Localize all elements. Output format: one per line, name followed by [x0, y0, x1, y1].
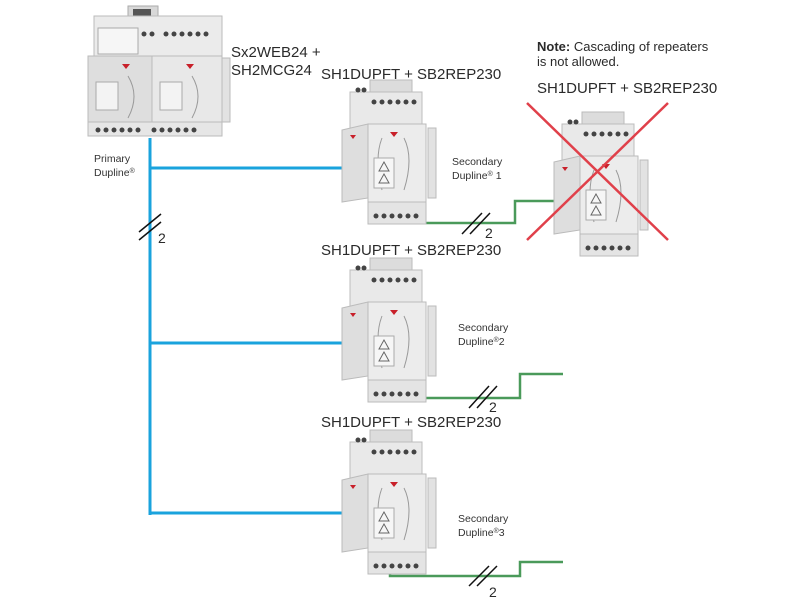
registered-mark: ®	[129, 168, 135, 175]
primary-label-line2: Dupline	[94, 167, 130, 179]
primary-wire-count: 2	[158, 230, 166, 246]
secondary-label-line2: Dupline	[458, 527, 494, 539]
secondary-number: 3	[498, 527, 505, 539]
note-text-line1: Cascading of repeaters	[570, 39, 709, 54]
note-bold: Note:	[537, 39, 571, 54]
secondary-number: 2	[498, 336, 505, 348]
registered-mark: ®	[493, 528, 499, 535]
secondary-label-line1: Secondary	[458, 513, 509, 525]
master-label-line1: Sx2WEB24 +	[231, 44, 321, 61]
repeater-label-1: SH1DUPFT + SB2REP230	[321, 66, 502, 83]
primary-label-line1: Primary	[94, 153, 131, 165]
secondary-label-line1: Secondary	[452, 156, 503, 168]
repeater-device-3	[341, 429, 437, 575]
cascading-note: Note: Cascading of repeaters is not allo…	[537, 39, 708, 69]
secondary-wire-count-3: 2	[489, 584, 497, 600]
registered-mark: ®	[487, 171, 493, 178]
repeater-label-3: SH1DUPFT + SB2REP230	[321, 414, 502, 431]
secondary-wire-count-2: 2	[489, 399, 497, 415]
not-allowed-cross-icon	[526, 102, 669, 241]
primary-bus	[148, 138, 345, 515]
secondary-dupline-label-2: Secondary Dupline®2	[458, 321, 508, 349]
primary-wire-count-mark	[138, 213, 162, 241]
secondary-wire-count-1: 2	[485, 225, 493, 241]
cascaded-repeater-label: SH1DUPFT + SB2REP230	[537, 80, 718, 97]
repeater-device-2	[341, 257, 437, 403]
note-text-line2: is not allowed.	[537, 54, 620, 69]
repeater-label-2: SH1DUPFT + SB2REP230	[321, 242, 502, 259]
master-device	[87, 5, 231, 137]
primary-dupline-label: Primary Dupline®	[94, 152, 135, 180]
secondary-label-line2: Dupline	[458, 336, 494, 348]
master-label: Sx2WEB24 + SH2MCG24	[231, 44, 321, 80]
secondary-label-line1: Secondary	[458, 322, 509, 334]
secondary-number: 1	[495, 170, 502, 182]
repeater-device-1	[341, 79, 437, 225]
master-label-line2: SH2MCG24	[231, 62, 312, 79]
secondary-dupline-label-1: Secondary Dupline® 1	[452, 155, 502, 183]
secondary-dupline-label-3: Secondary Dupline®3	[458, 512, 508, 540]
cascaded-repeater-device	[553, 111, 649, 257]
registered-mark: ®	[493, 337, 499, 344]
secondary-label-line2: Dupline	[452, 170, 488, 182]
